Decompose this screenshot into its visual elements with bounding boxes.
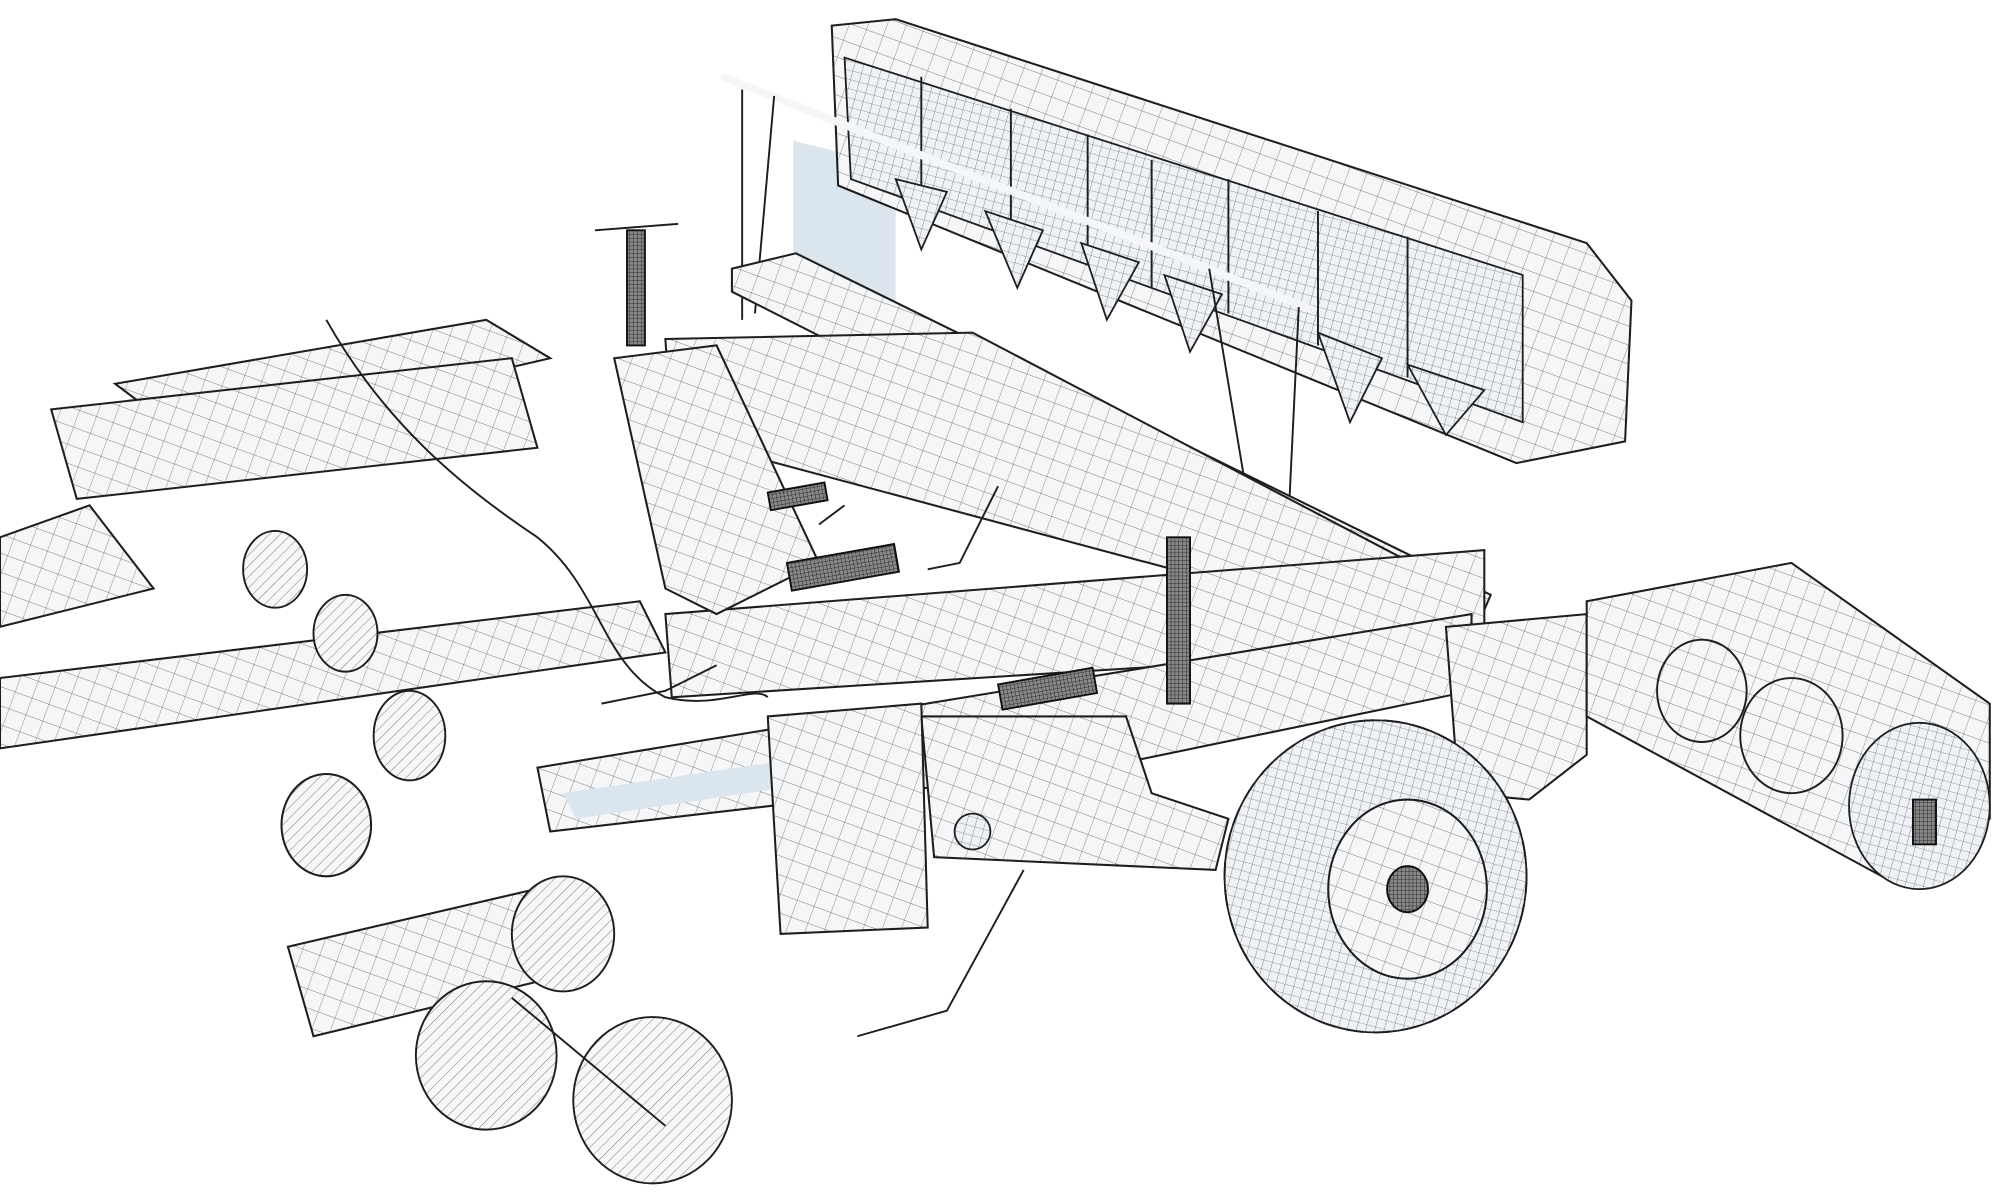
hopper-funnels [894,177,1486,437]
wheel [953,719,1528,1034]
main-frame [0,318,1588,1038]
hydraulic-hose [325,319,769,702]
springs [766,481,1099,711]
seed-hopper [793,18,1633,465]
adjuster-screw [1166,536,1191,705]
tines [601,485,1025,1038]
jack-stand [594,222,679,347]
discs [242,529,733,1185]
packer-roller [1585,561,1991,891]
